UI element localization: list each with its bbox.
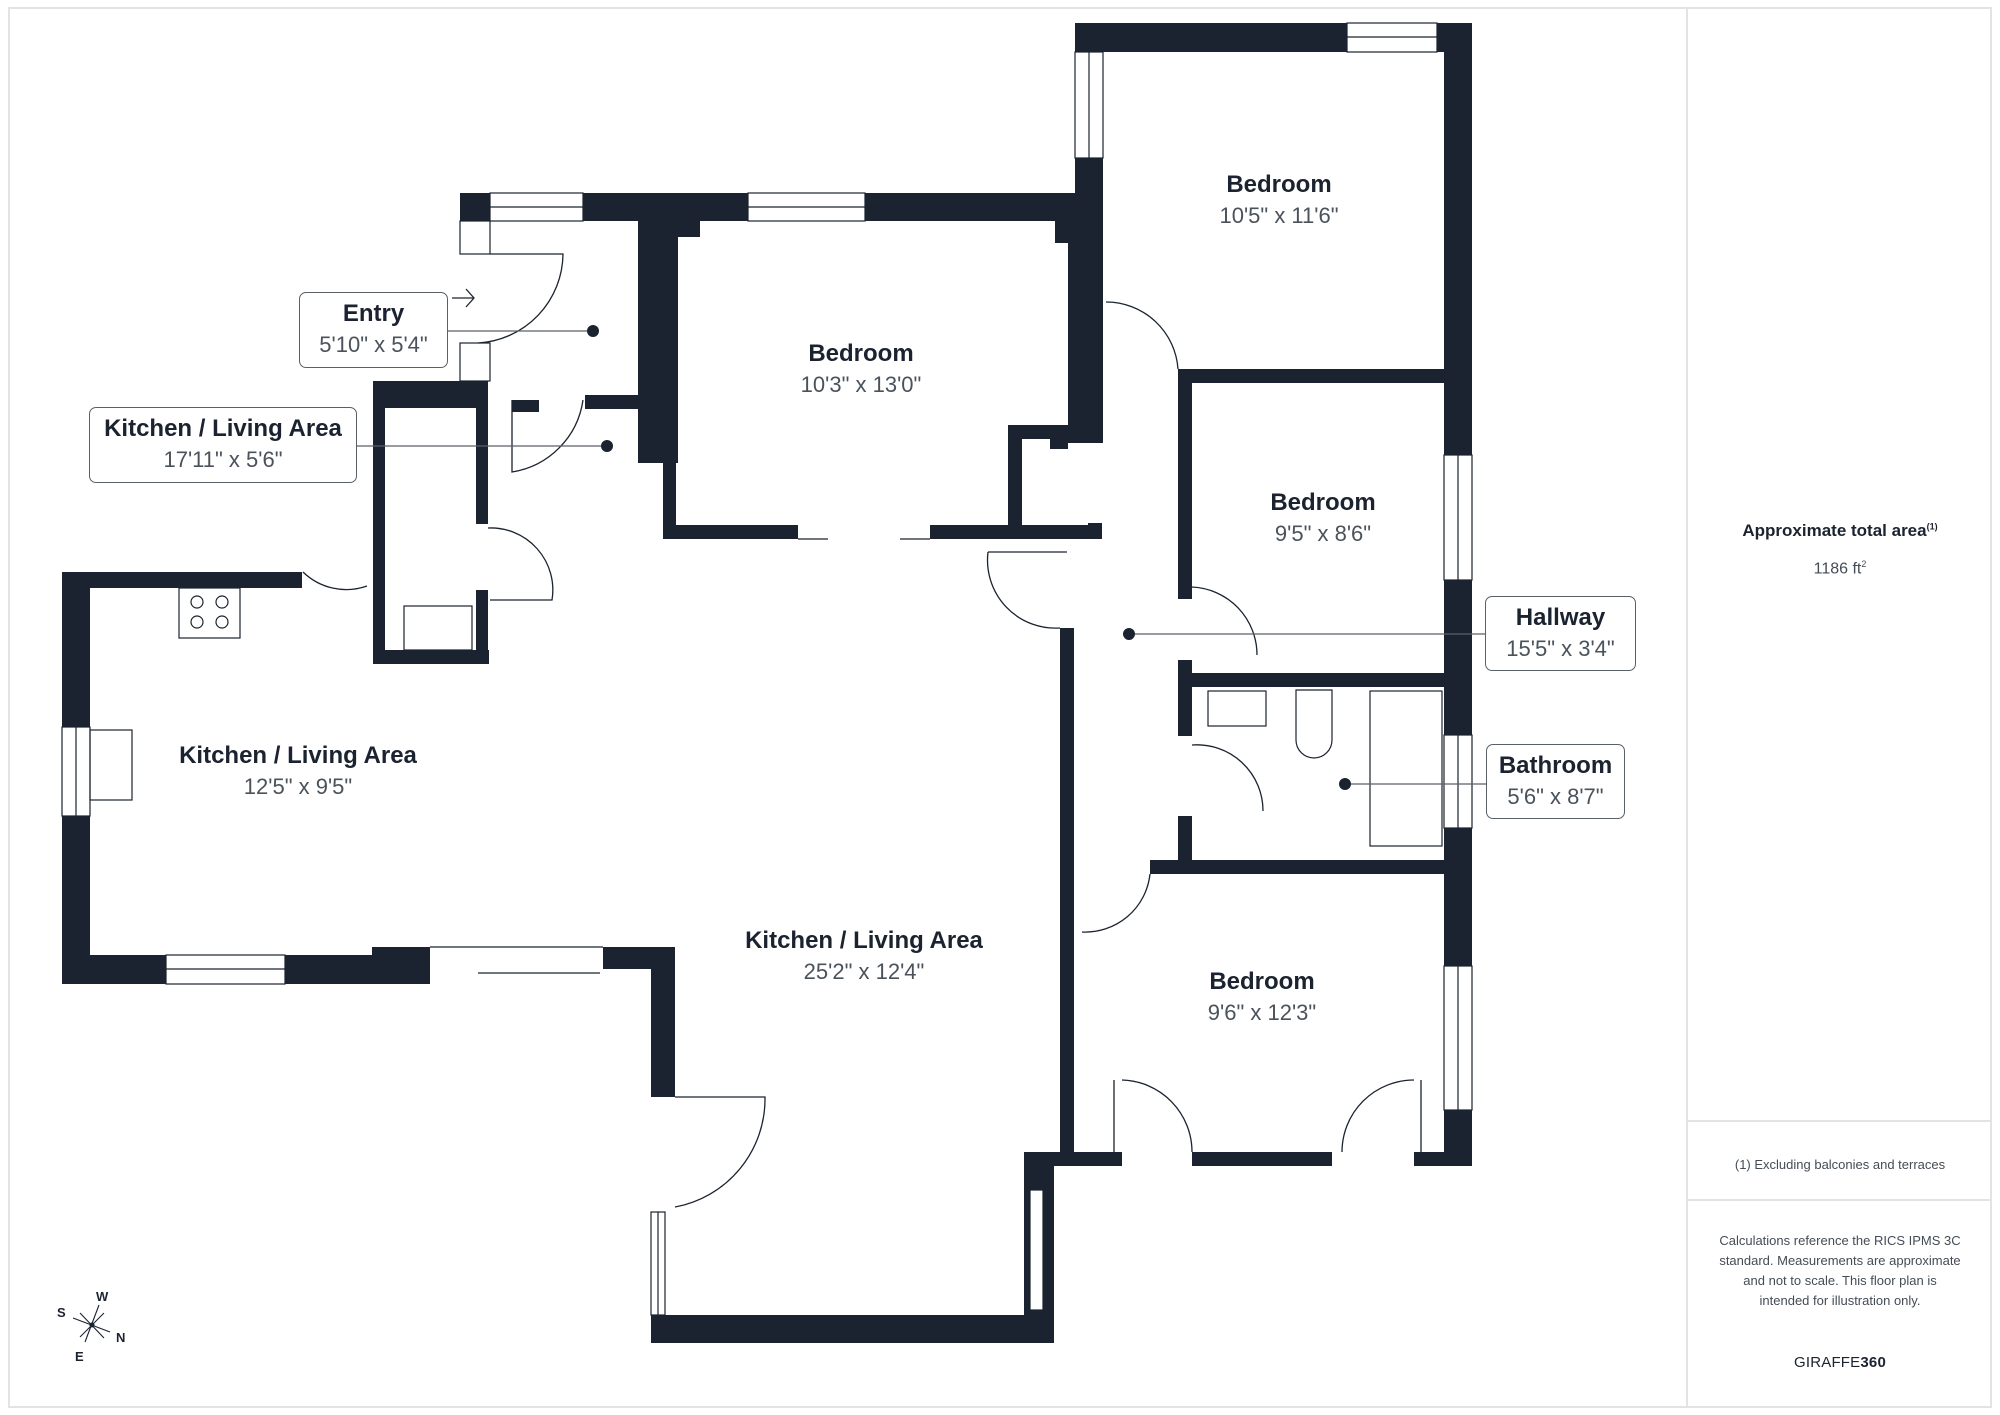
compass-west: W — [96, 1289, 109, 1304]
room-bedroom-center: Bedroom 10'3" x 13'0" — [801, 339, 922, 401]
compass-east: E — [75, 1349, 84, 1364]
divider — [1688, 1199, 1992, 1201]
room-kitchen-living-main: Kitchen / Living Area 25'2" x 12'4" — [745, 926, 983, 988]
callout-name: Entry — [342, 300, 405, 327]
room-dimensions: 25'2" x 12'4" — [803, 959, 925, 984]
fixtures — [89, 587, 1443, 847]
compass-icon — [72, 1304, 111, 1343]
area-footnote-marker: (1) — [1926, 521, 1938, 532]
callout-name: Bathroom — [1498, 752, 1613, 779]
divider — [1688, 1120, 1992, 1122]
room-name: Bedroom — [1226, 171, 1332, 198]
room-dimensions: 10'3" x 13'0" — [800, 372, 922, 397]
page-frame — [8, 7, 1992, 1408]
callout-dimensions: 5'10" x 5'4" — [319, 332, 428, 357]
callout-dimensions: 5'6" x 8'7" — [1507, 784, 1604, 809]
hob-icon — [178, 587, 241, 639]
callout-bathroom: Bathroom 5'6" x 8'7" — [1486, 744, 1625, 819]
area-title-text: Approximate total area — [1742, 521, 1927, 540]
shower-tray-icon — [403, 605, 473, 651]
brand-prefix: GIRAFFE — [1793, 1354, 1861, 1371]
room-bedroom-top-right: Bedroom 10'5" x 11'6" — [1219, 170, 1338, 232]
room-dimensions: 9'5" x 8'6" — [1274, 521, 1372, 546]
footnote: (1) Excluding balconies and terraces — [1734, 1157, 1946, 1172]
room-bedroom-middle-right: Bedroom 9'5" x 8'6" — [1270, 488, 1375, 550]
disclaimer: Calculations reference the RICS IPMS 3C … — [1719, 1233, 1961, 1308]
room-name: Kitchen / Living Area — [179, 742, 417, 769]
basin-icon — [1207, 690, 1267, 727]
area-title: Approximate total area(1) — [1688, 521, 1992, 541]
callout-hallway: Hallway 15'5" x 3'4" — [1485, 596, 1636, 671]
brand-suffix: 360 — [1860, 1354, 1887, 1371]
callout-dots — [587, 325, 1351, 790]
area-unit-superscript: 2 — [1861, 559, 1867, 569]
room-name: Bedroom — [1270, 489, 1376, 516]
area-value: 1186 ft2 — [1688, 559, 1992, 578]
area-value-text: 1186 ft — [1813, 560, 1862, 578]
callout-kitchen-living-narrow: Kitchen / Living Area 17'11" x 5'6" — [89, 407, 357, 483]
callout-dimensions: 15'5" x 3'4" — [1506, 636, 1615, 661]
brand-logo: GIRAFFE360 — [1688, 1354, 1992, 1371]
room-bedroom-bottom-right: Bedroom 9'6" x 12'3" — [1208, 967, 1316, 1029]
callout-dimensions: 17'11" x 5'6" — [163, 447, 283, 472]
windows — [61, 22, 1473, 1316]
sink-icon — [89, 729, 133, 801]
callout-entry: Entry 5'10" x 5'4" — [299, 292, 448, 368]
summary-panel: Approximate total area(1) 1186 ft2 (1) E… — [1686, 7, 1992, 1408]
callout-name: Hallway — [1515, 604, 1606, 631]
callout-leaders — [356, 330, 1486, 785]
room-name: Kitchen / Living Area — [745, 927, 983, 954]
room-dimensions: 12'5" x 9'5" — [243, 774, 353, 799]
room-kitchen-living-left: Kitchen / Living Area 12'5" x 9'5" — [179, 741, 417, 803]
room-name: Bedroom — [808, 340, 914, 367]
room-dimensions: 9'6" x 12'3" — [1207, 1000, 1317, 1025]
room-dimensions: 10'5" x 11'6" — [1219, 203, 1339, 228]
compass-south: S — [57, 1305, 66, 1320]
room-name: Bedroom — [1209, 968, 1315, 995]
entry-arrow-icon — [452, 288, 475, 308]
toilet-icon — [1295, 689, 1333, 759]
doors — [302, 253, 1422, 1208]
compass-north: N — [116, 1330, 126, 1345]
callout-name: Kitchen / Living Area — [104, 415, 342, 442]
bathtub-icon — [1369, 690, 1443, 847]
